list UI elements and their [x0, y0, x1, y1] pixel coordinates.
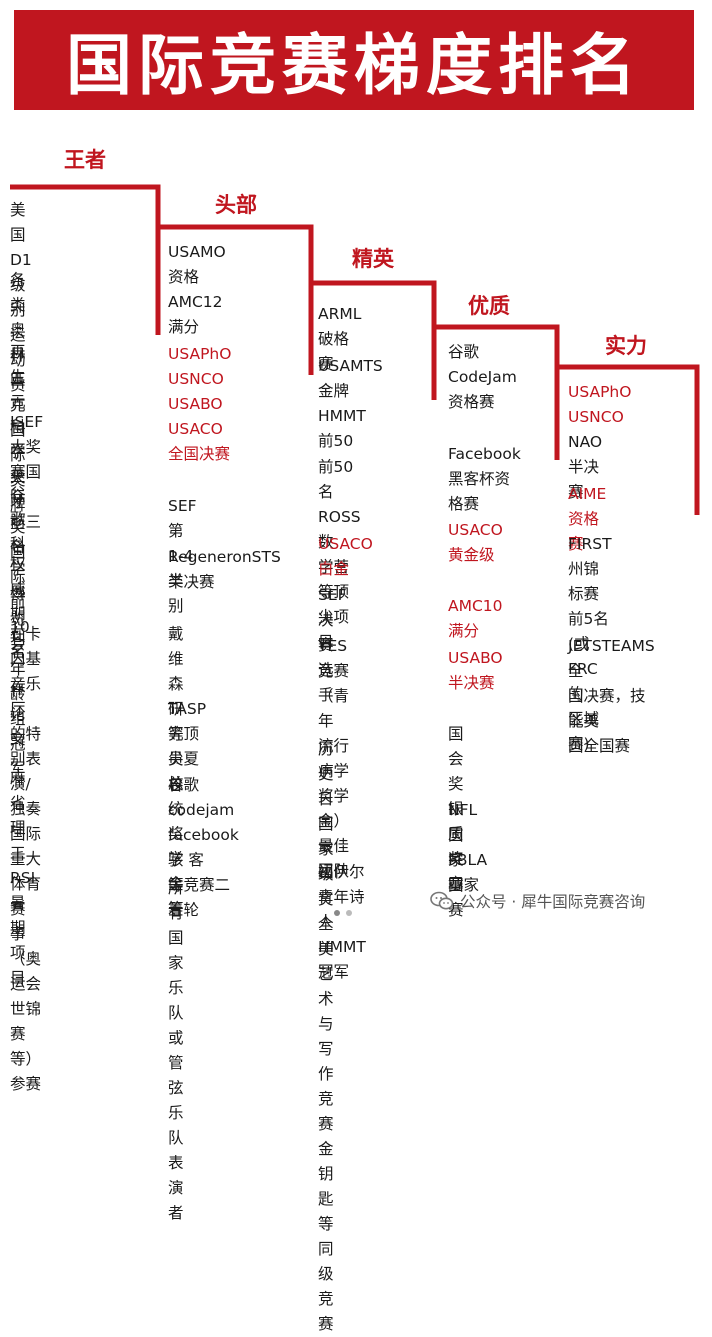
list-item: 美国D1级别运动 员	[10, 201, 32, 394]
list-item: 国会奖银质奖 章	[448, 725, 464, 893]
list-item: NAO半决赛	[568, 433, 603, 501]
list-item: ISEF大奖赛国际 前三名	[10, 413, 44, 556]
list-item: 谷歌科学博览会 年龄组冠军	[10, 485, 26, 778]
list-item: 谷歌codejam facebook 骇 客 等竞赛二三轮	[168, 776, 239, 919]
list-item: TASP等顶尖夏 校	[168, 700, 207, 793]
page-title: 国际竞赛梯度排名	[66, 27, 642, 104]
list-item: YES竞赛（青年 流行病学奖学 金）最佳团队	[318, 637, 350, 880]
list-item: SEF第1-4类别	[168, 497, 197, 615]
watermark: 公众号 · 犀牛国际竞赛咨询	[430, 890, 645, 912]
watermark-text: 公众号 · 犀牛国际竞赛咨询	[460, 893, 646, 911]
list-item: JETSTEAMS 全 国决赛，技能美 国全国赛	[568, 637, 655, 755]
list-item: 权威期刊一作论 文	[10, 555, 26, 748]
list-item: NFL国家赛	[448, 801, 478, 894]
list-item: USACO白金	[318, 535, 373, 578]
title-banner: 国际竞赛梯度排名	[14, 10, 694, 110]
list-item: USAMTS金牌	[318, 357, 383, 400]
list-item: 麻省理工RSI暑期 项目	[10, 769, 36, 987]
list-item: 戴维森研究员 总统奖学金等	[168, 625, 184, 918]
list-item: AMC10满分	[448, 597, 503, 640]
list-item: USAMO资格	[168, 243, 226, 286]
tier-label-elite: 精英	[352, 247, 394, 271]
list-item: RegeneronSTS 半决赛	[168, 548, 281, 591]
list-item: USACO 黄金级	[448, 521, 503, 564]
list-item: USAPhO USNCO USABO USACO 全国决赛	[168, 345, 232, 463]
list-item: SEF决赛选手	[318, 586, 347, 704]
page-indicator	[334, 910, 352, 916]
list-item: AMC12满分	[168, 293, 223, 336]
list-item: FBLA国家赛	[448, 851, 488, 919]
list-item: USABO 半决赛	[448, 649, 503, 692]
list-item: Facebook 黑客杯资格赛	[448, 445, 521, 513]
tier-label-king: 王者	[64, 148, 106, 172]
list-item: ARML破格赛	[318, 305, 362, 373]
list-item: 谷歌 CodeJam 资格赛	[448, 343, 517, 411]
tier-label-strength: 实力	[605, 334, 647, 358]
wechat-icon	[430, 891, 454, 910]
list-item: USAPhO USNCO	[568, 383, 632, 426]
tier-label-quality: 优质	[468, 294, 510, 318]
list-item: 前50名ROSS数 学营等顶尖项目	[318, 458, 361, 651]
list-item: 历史日国家级奖 全美艺术与写作 竞赛金钥匙等同 级竞赛	[318, 740, 334, 1333]
list-item: FIRST州锦标赛 前5名(或FRC的 区域赛)	[568, 535, 612, 753]
list-item: AIME资格赛	[568, 485, 607, 553]
list-item: 各类奥林匹克国 际奖牌	[10, 271, 26, 514]
tier-label-top: 头部	[215, 193, 257, 217]
list-item: 所有国家乐队或 管弦乐队表演者	[168, 879, 184, 1222]
list-item: HMMT 前50	[318, 407, 366, 450]
list-item: 再生元科学天才 奖国际前10名	[10, 343, 30, 661]
list-item: 福伊尔青年诗人 HMMT冠军	[318, 863, 366, 981]
page-dot	[346, 910, 352, 916]
page-dot	[334, 910, 340, 916]
